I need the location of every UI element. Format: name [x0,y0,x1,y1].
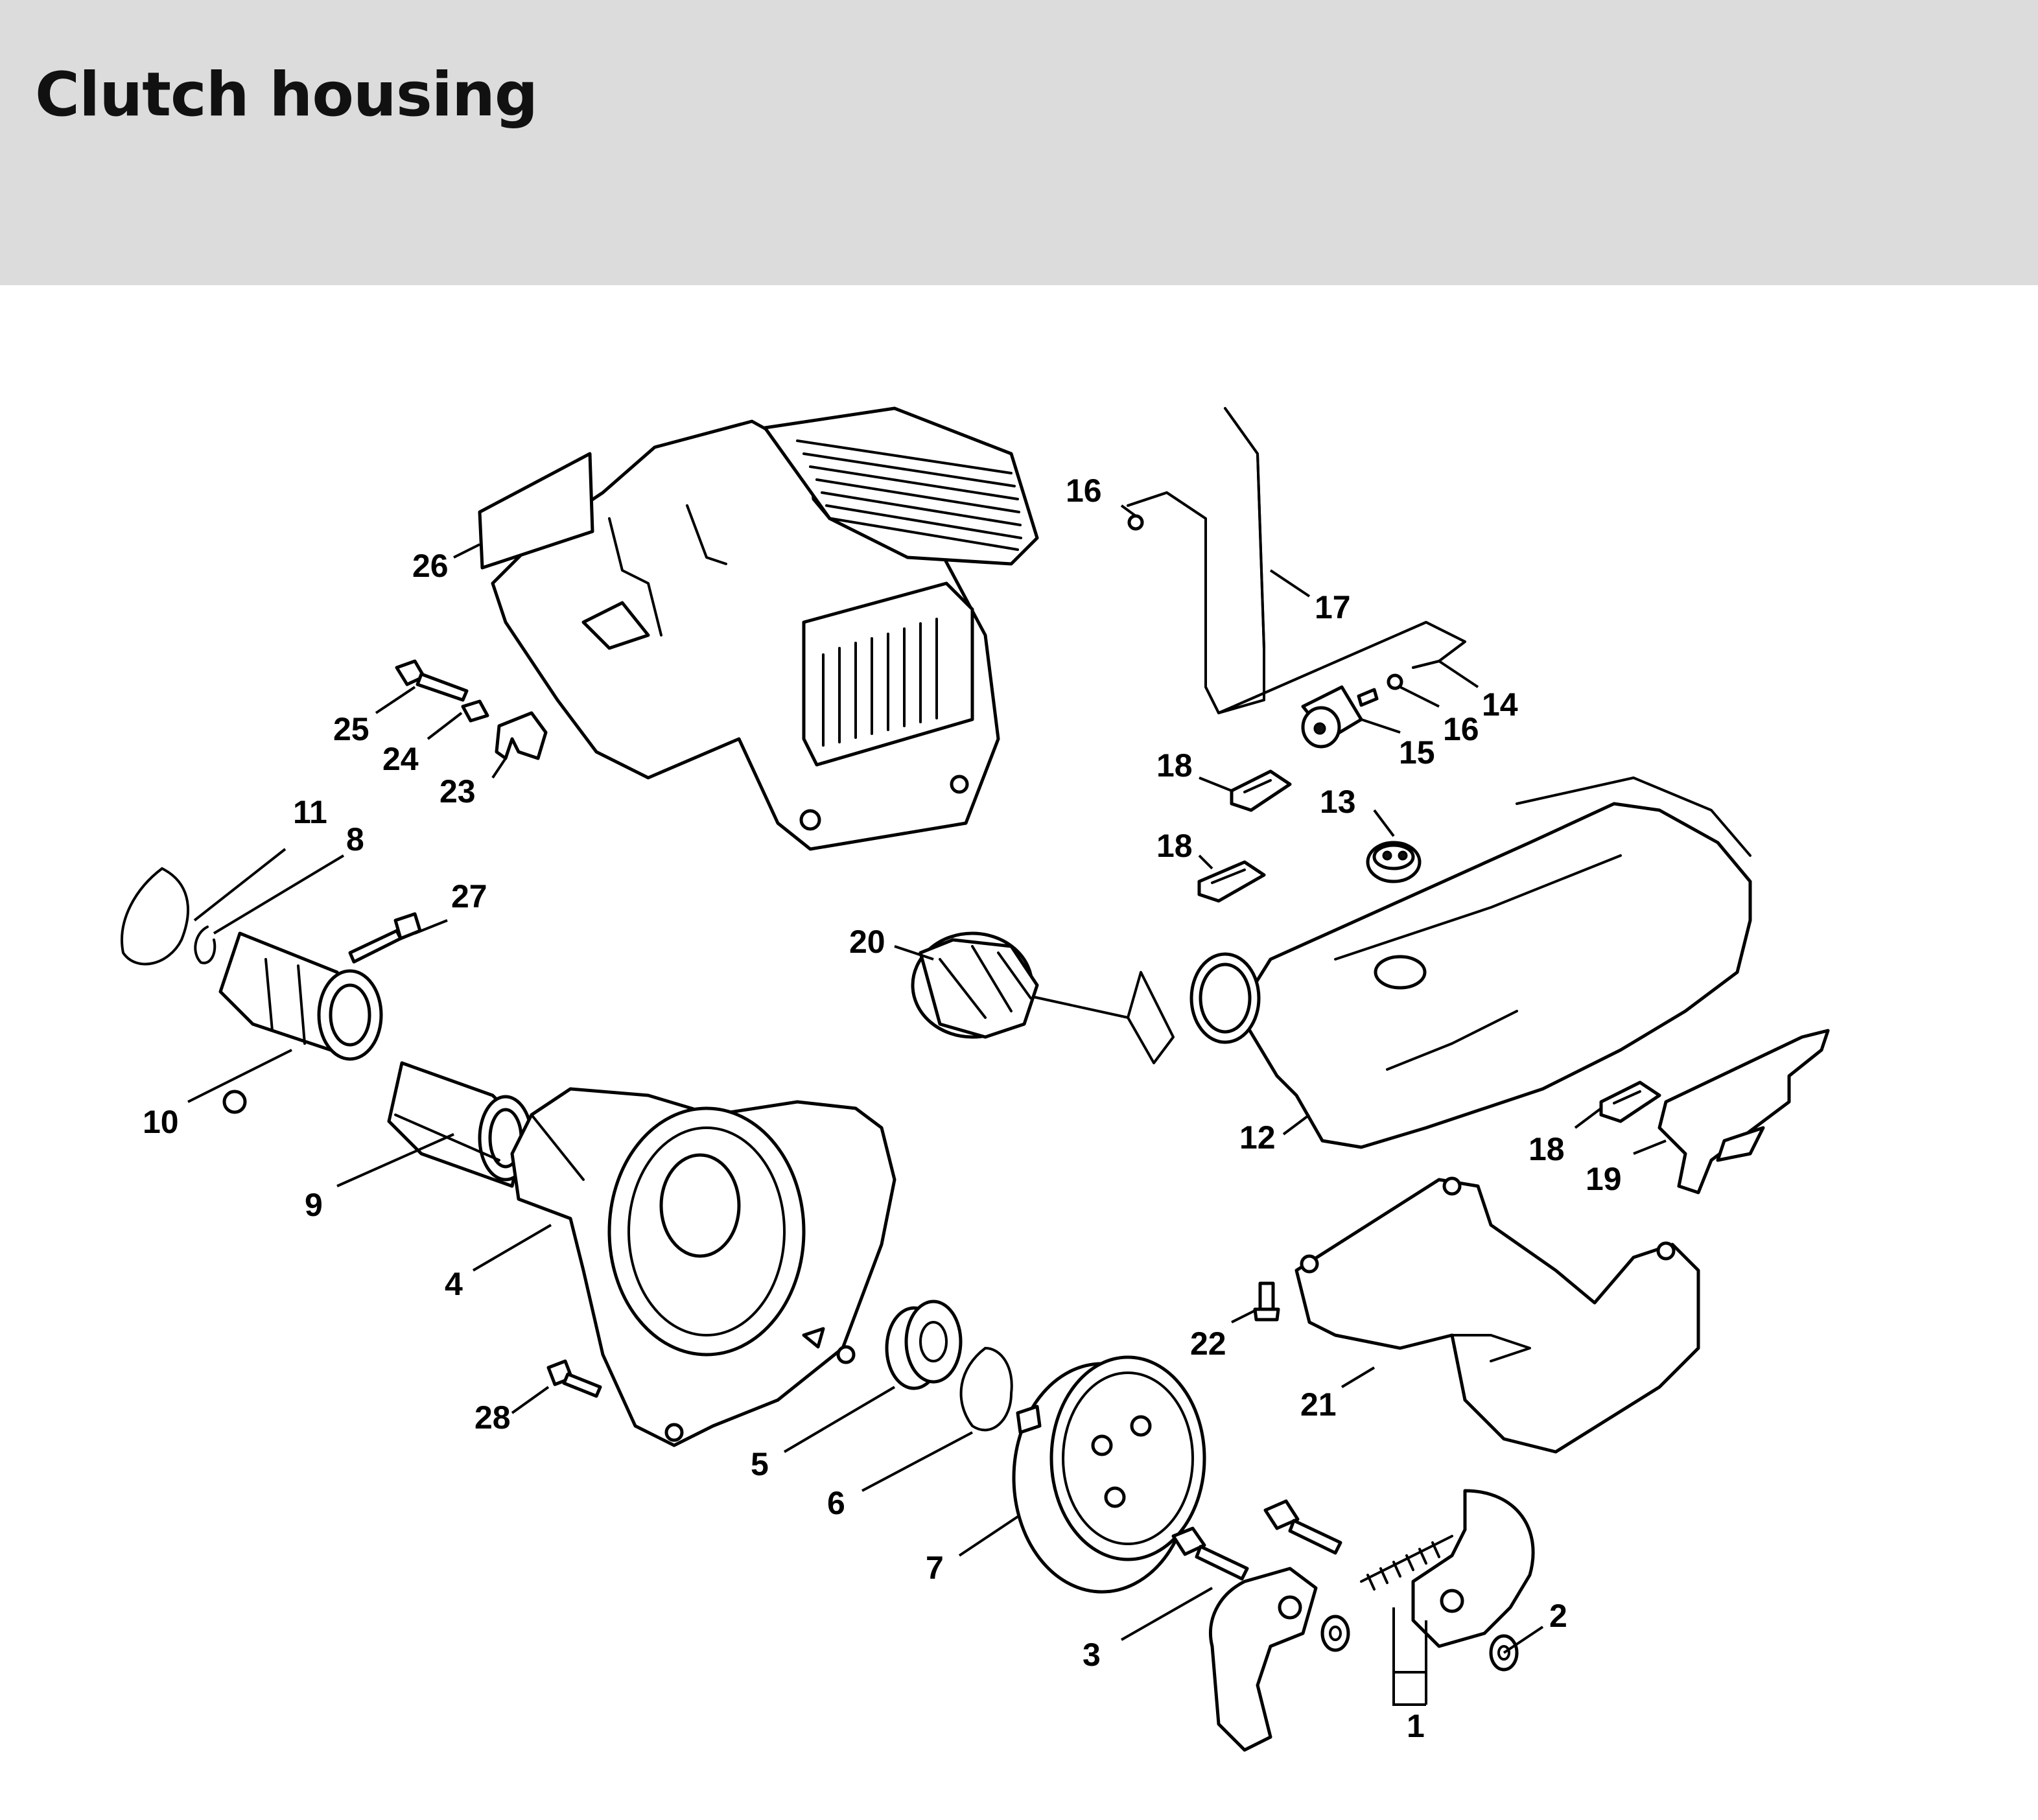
callout-10: 10 [143,1104,179,1140]
part-26-decal [478,452,594,570]
callout-17: 17 [1315,589,1351,625]
part-6-circlip [959,1347,1013,1432]
callout-20: 20 [849,924,885,960]
callout-28: 28 [474,1399,511,1436]
callout-1: 1 [1407,1708,1425,1744]
part-1-spring [1360,1535,1453,1591]
part-19-bracket [1657,1029,1830,1195]
cooling-fins [796,439,1022,551]
callout-18-middle: 18 [1156,828,1193,864]
callout-14: 14 [1482,686,1518,723]
callout-9: 9 [305,1187,323,1223]
part-13-grommet [1366,841,1422,883]
part-25-screw [395,659,469,702]
callout-16-top: 16 [1066,472,1102,509]
callout-13: 13 [1320,784,1356,820]
callout-24: 24 [382,741,419,777]
part-16-clamp-top [1127,514,1144,531]
callout-4: 4 [445,1266,463,1302]
title-bar: Clutch housing [0,0,2038,285]
part-12-fuel-tank [1189,776,1752,1149]
part-1-bracket-lines [1392,1607,1427,1706]
part-1-washer [1320,1615,1350,1652]
part-18-grommet-right [1599,1080,1661,1123]
callout-26: 26 [412,548,449,584]
callout-12: 12 [1239,1119,1276,1156]
callout-18-right: 18 [1528,1131,1565,1167]
callout-7: 7 [926,1550,944,1586]
part-23-clip [495,711,548,760]
callout-21: 21 [1300,1386,1337,1423]
callout-25: 25 [333,711,369,747]
callout-22: 22 [1190,1325,1226,1362]
part-15-fuel-pickup [1301,685,1379,749]
part-4-clutch-housing [510,1087,896,1447]
callout-15: 15 [1399,734,1435,771]
callout-18-upper: 18 [1156,747,1193,784]
callout-27: 27 [451,878,487,915]
part-20-tether [1032,971,1175,1064]
leader-lines [187,504,1667,1674]
part-22-screw [1253,1281,1280,1322]
part-28-screw [546,1359,602,1398]
callout-23: 23 [439,773,476,810]
callout-16-right: 16 [1443,711,1479,747]
callout-8: 8 [346,821,364,858]
part-24-spacer [461,699,489,723]
part-10-tube-holder [218,931,383,1114]
part-9-sleeve [387,1061,533,1188]
part-11-circlip [121,867,189,966]
part-18-grommet-upper [1230,769,1292,812]
part-20-fuel-cap [911,931,1039,1039]
page-title: Clutch housing [35,60,538,130]
part-27-screw [348,912,422,964]
part-5-ball-bearing [885,1300,963,1390]
part-3-bolt-left [1171,1526,1249,1581]
callout-19: 19 [1586,1161,1622,1197]
engine-shroud-assembly [491,406,1039,851]
part-3-bolt-right [1263,1499,1342,1555]
callout-5: 5 [751,1446,769,1482]
callout-2: 2 [1549,1598,1567,1634]
part-7-clutch-drum [1012,1355,1206,1594]
callout-3: 3 [1083,1637,1101,1673]
callout-11: 11 [293,794,327,830]
front-grille [822,618,938,747]
part-16-clamp-right [1387,673,1403,690]
callout-6: 6 [827,1485,845,1521]
part-21-guard-plate [1294,1176,1700,1454]
part-18-grommet-middle [1197,860,1266,903]
callout-labels: 1 2 3 4 5 6 7 8 9 10 11 12 13 14 15 16 1… [143,472,1622,1744]
part-8-circlip [194,926,217,964]
part-17-fuel-line [1127,407,1466,714]
part-1-clutch-shoe-left [1208,1567,1318,1752]
part-1-clutch-shoe-right [1411,1489,1535,1648]
